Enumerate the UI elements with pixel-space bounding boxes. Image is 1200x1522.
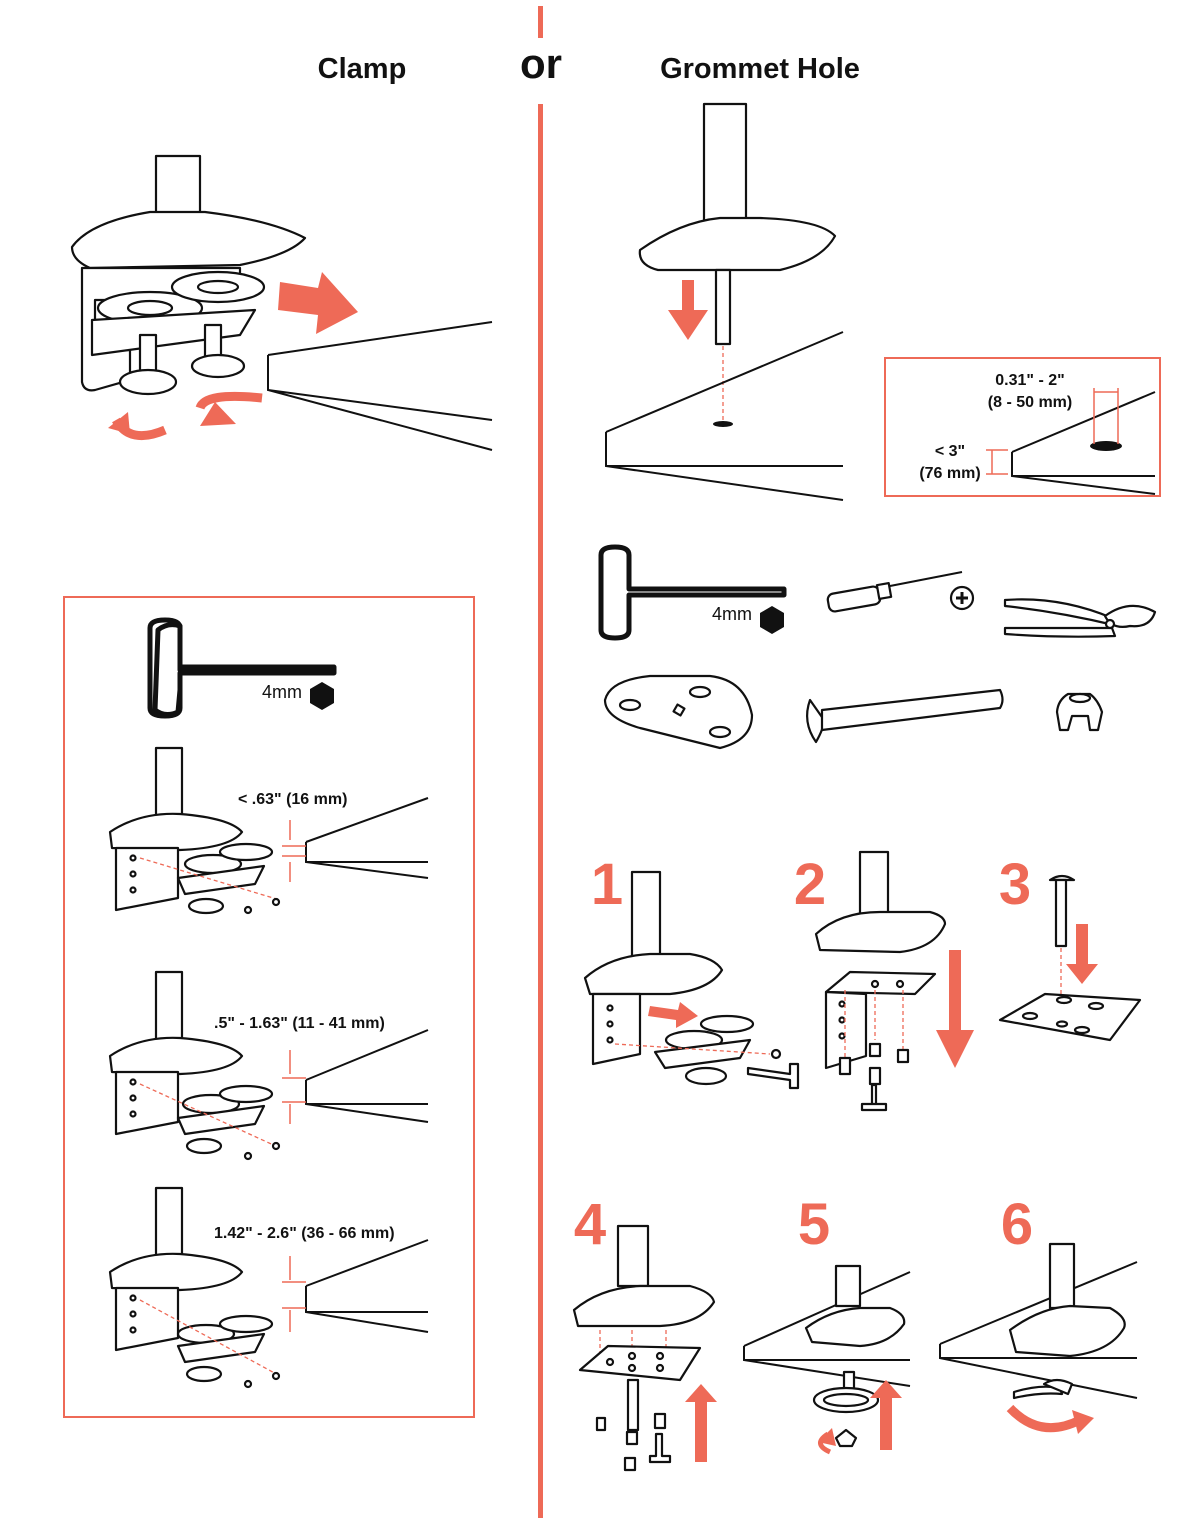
step-4-number: 4 xyxy=(574,1192,606,1257)
clamp-position-1 xyxy=(108,746,429,915)
grommet-heading: Grommet Hole xyxy=(660,53,860,85)
step-2-number: 2 xyxy=(794,852,826,917)
step-2-illustration xyxy=(814,850,974,1112)
grommet-hex-size: 4mm xyxy=(712,604,752,624)
step-1-illustration xyxy=(583,870,800,1090)
step-3-illustration xyxy=(998,874,1142,1042)
grommet-hex-key-icon xyxy=(598,544,787,641)
step-5-illustration xyxy=(743,1264,911,1455)
center-divider xyxy=(538,6,543,1518)
clamp-range-3: 1.42" - 2.6" (36 - 66 mm) xyxy=(214,1225,395,1242)
clamp-heading: Clamp xyxy=(318,53,407,85)
clamp-hex-size: 4mm xyxy=(262,682,302,702)
hole-range-in: 0.31" - 2" xyxy=(995,372,1064,389)
step-6-illustration xyxy=(939,1242,1138,1434)
step-6-number: 6 xyxy=(1001,1192,1033,1257)
bolt-icon xyxy=(805,688,1004,744)
max-thickness-mm: (76 mm) xyxy=(919,465,980,482)
grommet-limits-figure xyxy=(986,388,1156,495)
grommet-mount-illustration xyxy=(605,102,844,501)
wing-nut-icon xyxy=(1055,692,1104,732)
clamp-range-2: .5" - 1.63" (11 - 41 mm) xyxy=(214,1015,385,1032)
grommet-limits-box xyxy=(884,357,1161,497)
step-3-number: 3 xyxy=(999,852,1031,917)
hole-range-mm: (8 - 50 mm) xyxy=(988,394,1072,411)
clamp-position-2 xyxy=(108,970,429,1161)
clamp-position-3 xyxy=(108,1186,429,1389)
step-1-number: 1 xyxy=(591,852,623,917)
hex-key-icon xyxy=(147,617,337,719)
or-separator: or xyxy=(520,40,562,87)
clamp-tools-box xyxy=(63,596,475,1418)
grommet-plate-icon xyxy=(603,674,754,750)
clamp-mount-illustration xyxy=(70,154,493,451)
max-thickness-in: < 3" xyxy=(935,443,965,460)
step-5-number: 5 xyxy=(798,1192,830,1257)
phillips-screwdriver-icon xyxy=(826,571,975,613)
step-4-illustration xyxy=(572,1224,717,1472)
clamp-range-1: < .63" (16 mm) xyxy=(238,791,347,808)
pliers-icon xyxy=(1003,598,1157,638)
